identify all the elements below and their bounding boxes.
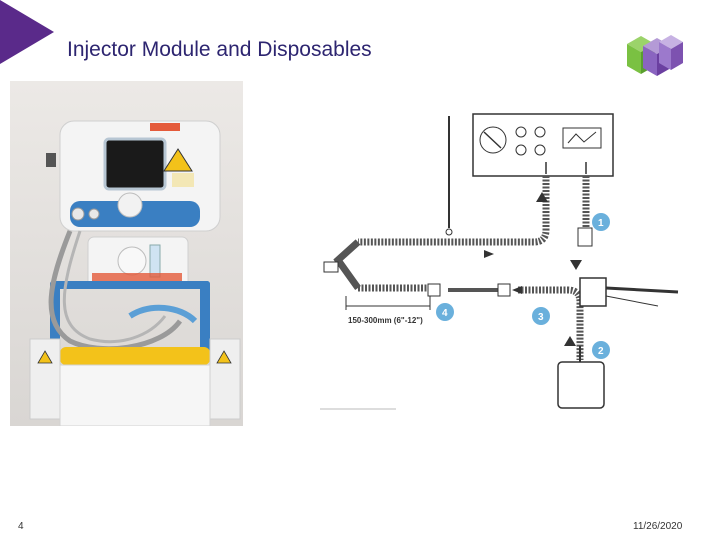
marker-4: 4: [436, 303, 454, 321]
marker-3: 3: [532, 307, 550, 325]
svg-text:1: 1: [598, 218, 604, 229]
svg-text:4: 4: [442, 308, 448, 319]
breathing-circuit-diagram: 150-300mm (6"-12") 1 2 3 4: [320, 113, 679, 410]
marker-2: 2: [592, 341, 610, 359]
humidifier-chamber: [579, 277, 607, 307]
marker-1: 1: [592, 213, 610, 231]
page-number: 4: [18, 521, 24, 532]
svg-text:3: 3: [538, 312, 544, 323]
injector-module-photo: [10, 81, 243, 426]
slide-date: 11/26/2020: [633, 521, 683, 532]
corner-accent-triangle: [0, 0, 54, 64]
svg-text:2: 2: [598, 346, 604, 357]
company-logo-icon: [627, 35, 683, 76]
slide-title: Injector Module and Disposables: [67, 38, 372, 61]
dimension-label: 150-300mm (6"-12"): [348, 316, 423, 325]
